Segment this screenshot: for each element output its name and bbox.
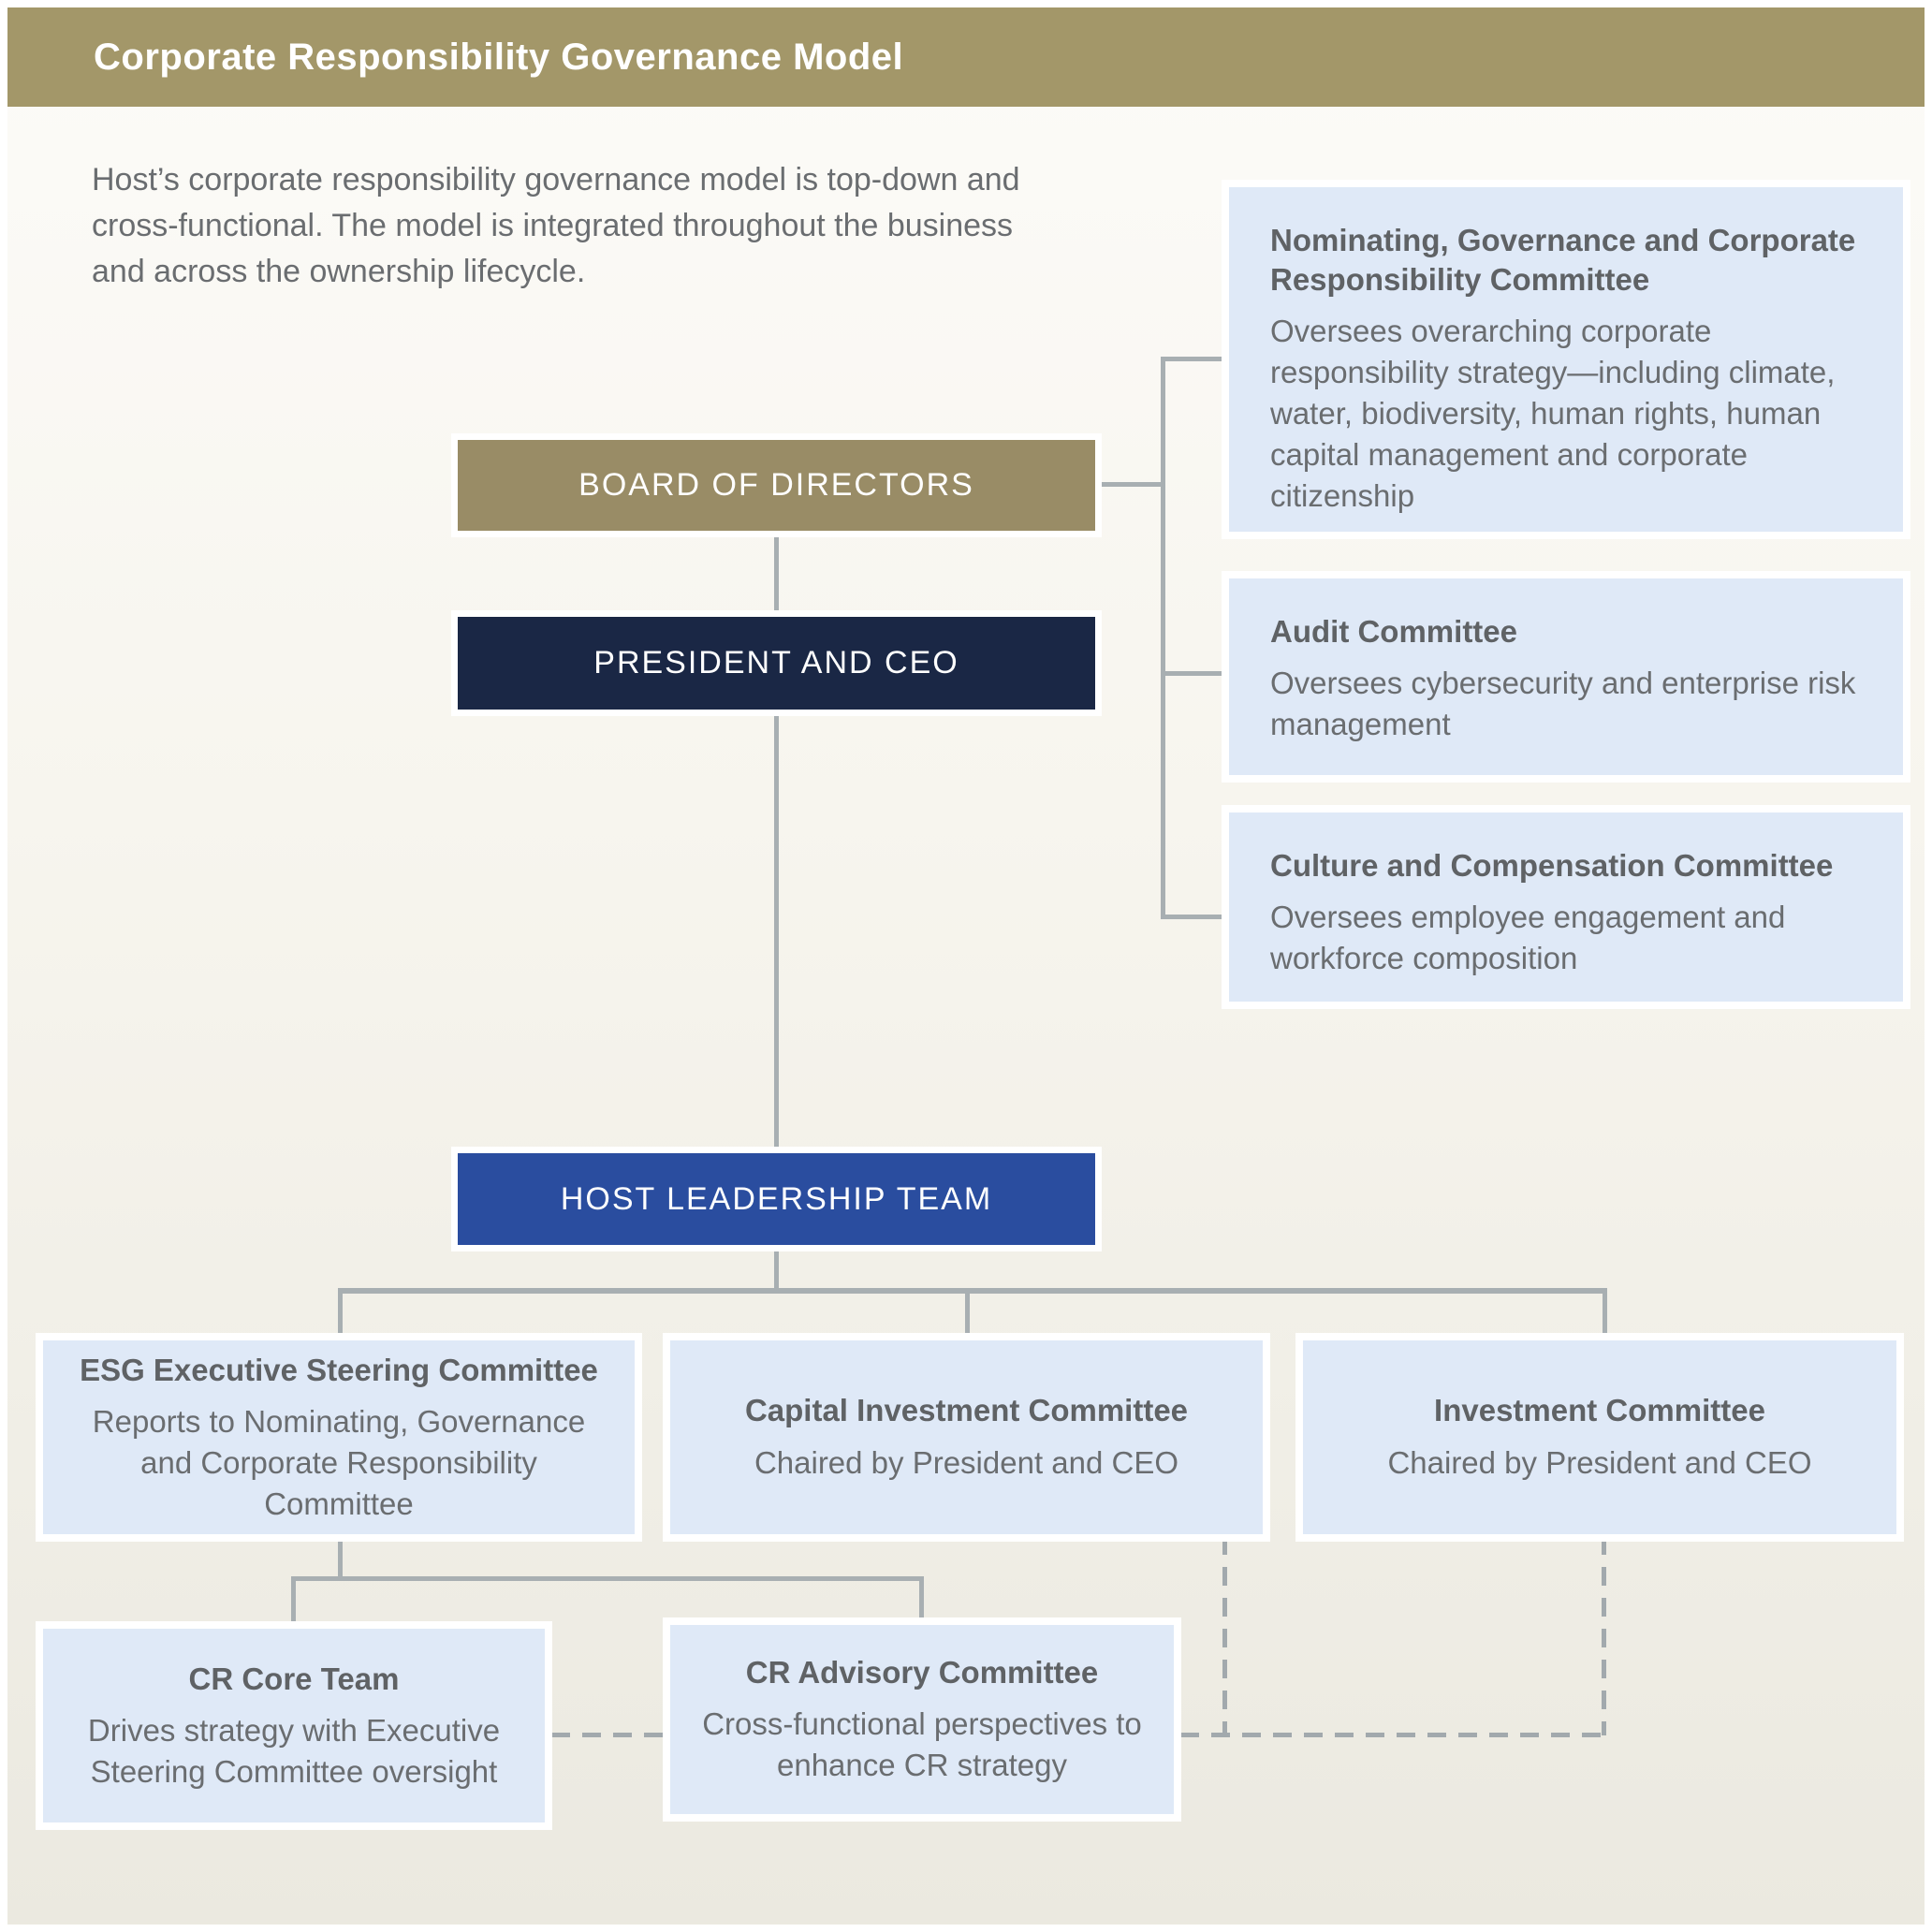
committee-description: Chaired by President and CEO: [754, 1444, 1179, 1480]
dashed-connector-investment-down: [1602, 1536, 1606, 1735]
connector-drop-cr-core: [291, 1578, 296, 1629]
header-bar: Corporate Responsibility Governance Mode…: [7, 7, 1925, 107]
committee-card-esg-steering: ESG Executive Steering Committee Reports…: [36, 1333, 642, 1542]
connector-stub-nominating: [1164, 357, 1229, 361]
connector-stub-audit: [1164, 671, 1229, 676]
team-card-cr-advisory: CR Advisory Committee Cross-functional p…: [663, 1617, 1181, 1822]
committee-card-culture: Culture and Compensation Committee Overs…: [1222, 805, 1910, 1009]
dashed-connector-core-to-advisory: [551, 1733, 665, 1737]
committee-title: Investment Committee: [1434, 1393, 1765, 1428]
host-leadership-team-node: HOST LEADERSHIP TEAM: [451, 1147, 1102, 1251]
connector-drop-esg: [338, 1292, 343, 1340]
committee-card-capital-investment: Capital Investment Committee Chaired by …: [663, 1333, 1270, 1542]
connector-drop-capital-investment: [965, 1292, 970, 1340]
board-of-directors-node: BOARD OF DIRECTORS: [451, 433, 1102, 537]
dashed-connector-advisory-to-committees: [1180, 1733, 1606, 1737]
committee-title: Capital Investment Committee: [744, 1393, 1189, 1428]
connector-president-to-leadership: [774, 709, 779, 1154]
connector-drop-cr-advisory: [919, 1578, 924, 1625]
intro-text: Host’s corporate responsibility governan…: [92, 162, 1020, 289]
team-description: Cross-functional perspectives to enhance…: [702, 1706, 1142, 1783]
team-description: Drives strategy with Executive Steering …: [87, 1712, 501, 1789]
connector-stub-culture: [1164, 915, 1229, 919]
committee-title: ESG Executive Steering Committee: [80, 1352, 598, 1387]
president-ceo-label: PRESIDENT AND CEO: [593, 645, 959, 681]
dashed-connector-capital-investment-down: [1222, 1536, 1227, 1734]
committee-description: Reports to Nominating, Governance and Co…: [92, 1403, 586, 1521]
connector-esg-down: [338, 1534, 343, 1581]
committee-description: Oversees overarching corporate responsib…: [1270, 314, 1836, 513]
committee-description: Oversees cybersecurity and enterprise ri…: [1270, 666, 1856, 742]
host-leadership-team-label: HOST LEADERSHIP TEAM: [560, 1180, 993, 1217]
board-of-directors-label: BOARD OF DIRECTORS: [578, 467, 974, 503]
committee-card-investment: Investment Committee Chaired by Presiden…: [1295, 1333, 1904, 1542]
committee-title: Culture and Compensation Committee: [1270, 848, 1834, 883]
team-title: CR Advisory Committee: [745, 1655, 1099, 1690]
connector-bracket-vertical: [1161, 357, 1165, 919]
team-title: CR Core Team: [188, 1661, 400, 1696]
team-card-cr-core: CR Core Team Drives strategy with Execut…: [36, 1621, 552, 1830]
page-title: Corporate Responsibility Governance Mode…: [94, 36, 904, 78]
committee-card-nominating: Nominating, Governance and Corporate Res…: [1222, 180, 1910, 539]
connector-board-to-president: [774, 530, 779, 618]
connector-board-to-bracket: [1093, 482, 1164, 487]
connector-cr-bus: [291, 1576, 924, 1581]
committee-title: Nominating, Governance and Corporate Res…: [1270, 223, 1856, 298]
connector-distribution-bus: [338, 1288, 1607, 1294]
committee-description: Oversees employee engagement and workfor…: [1270, 900, 1786, 976]
committee-card-audit: Audit Committee Oversees cybersecurity a…: [1222, 571, 1910, 783]
connector-drop-investment: [1603, 1292, 1607, 1340]
president-ceo-node: PRESIDENT AND CEO: [451, 610, 1102, 716]
committee-title: Audit Committee: [1270, 614, 1517, 649]
committee-description: Chaired by President and CEO: [1387, 1444, 1812, 1480]
connector-leadership-to-bus: [774, 1244, 779, 1293]
